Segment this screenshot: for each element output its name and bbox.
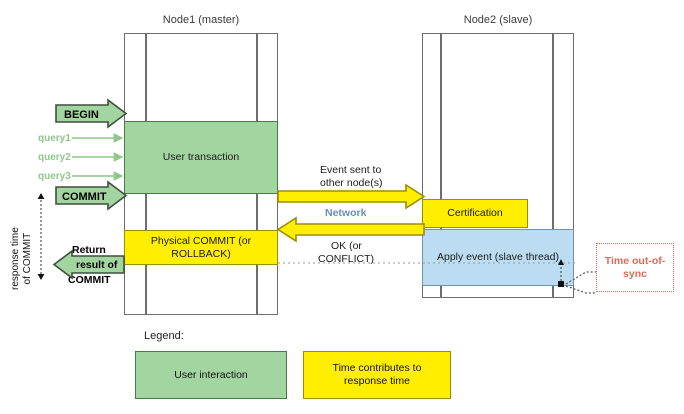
node2-inner-line-left <box>440 33 442 298</box>
node2-lifeline-box <box>422 33 574 298</box>
arrow-commit <box>55 180 128 211</box>
response-time-measure <box>37 193 45 280</box>
arrow-ok-to-master <box>276 216 425 243</box>
label-commit: COMMIT <box>62 191 107 203</box>
label-return-line1: Return <box>72 244 106 256</box>
block-physical-commit: Physical COMMIT (or ROLLBACK) <box>124 230 278 265</box>
label-query1: query1 <box>38 133 71 144</box>
label-event-sent-line1: Event sent to <box>320 164 382 176</box>
label-begin: BEGIN <box>64 109 99 121</box>
label-return-line3: COMMIT <box>68 274 111 286</box>
block-certification: Certification <box>422 199 528 228</box>
label-network: Network <box>325 207 367 219</box>
arrow-begin <box>55 98 128 129</box>
node1-title: Node1 (master) <box>162 14 240 26</box>
label-event-sent-line2: other node(s) <box>320 177 383 189</box>
time-out-of-sync-annotation: Time out-of-sync <box>596 243 674 292</box>
legend-title: Legend: <box>144 330 184 342</box>
label-ok-line2: CONFLICT) <box>318 253 374 265</box>
node2-title: Node2 (slave) <box>463 14 533 26</box>
node2-inner-line-right <box>552 33 554 298</box>
block-user-transaction: User transaction <box>124 121 278 194</box>
label-query3: query3 <box>38 171 71 182</box>
response-time-label: response time of COMMIT <box>10 227 33 290</box>
legend-item-user-interaction: User interaction <box>135 351 287 399</box>
label-ok-line1: OK (or <box>331 240 362 252</box>
label-query2: query2 <box>38 152 71 163</box>
label-return-line2: result of <box>76 259 118 271</box>
response-time-line2: of COMMIT <box>21 232 33 285</box>
block-apply-event: Apply event (slave thread) <box>422 229 574 286</box>
legend-item-response-time: Time contributes to response time <box>303 351 451 399</box>
response-time-line1: response time <box>10 227 21 290</box>
